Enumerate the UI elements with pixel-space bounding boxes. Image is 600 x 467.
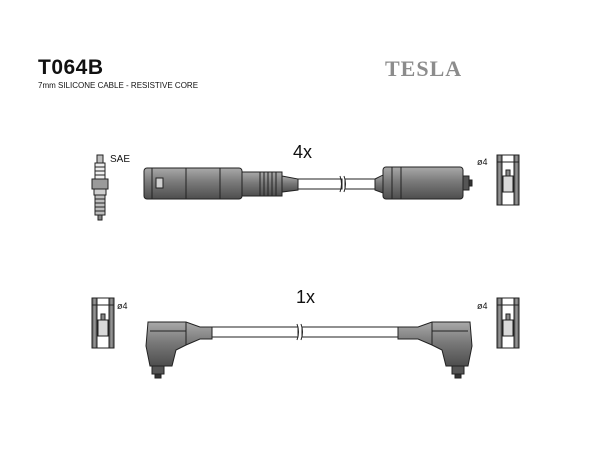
- part-number: T064B: [38, 56, 104, 79]
- bottom-set-quantity: 1x: [296, 287, 316, 307]
- top-diameter-label: ø4: [477, 157, 488, 167]
- top-lead-coil-boot: [374, 166, 473, 200]
- bottom-left-diameter-label: ø4: [117, 301, 128, 311]
- top-set-quantity: 4x: [293, 142, 313, 162]
- top-lead-cable: [297, 175, 376, 193]
- top-lead-plug-boot: [143, 167, 299, 200]
- bottom-right-diameter-label: ø4: [477, 301, 488, 311]
- spark-plug-icon: [91, 154, 109, 221]
- spark-plug-label: SAE: [110, 154, 131, 165]
- bottom-lead-left-boot: [145, 321, 213, 379]
- bottom-lead-right-boot: [397, 321, 473, 379]
- terminal-connector-icon: [496, 297, 520, 349]
- brand-logo: TESLA: [385, 56, 463, 81]
- terminal-connector-icon: [91, 297, 115, 349]
- terminal-connector-icon: [496, 154, 520, 206]
- cable-description: 7mm SILICONE CABLE - RESISTIVE CORE: [38, 81, 199, 90]
- bottom-lead-cable: [211, 323, 399, 341]
